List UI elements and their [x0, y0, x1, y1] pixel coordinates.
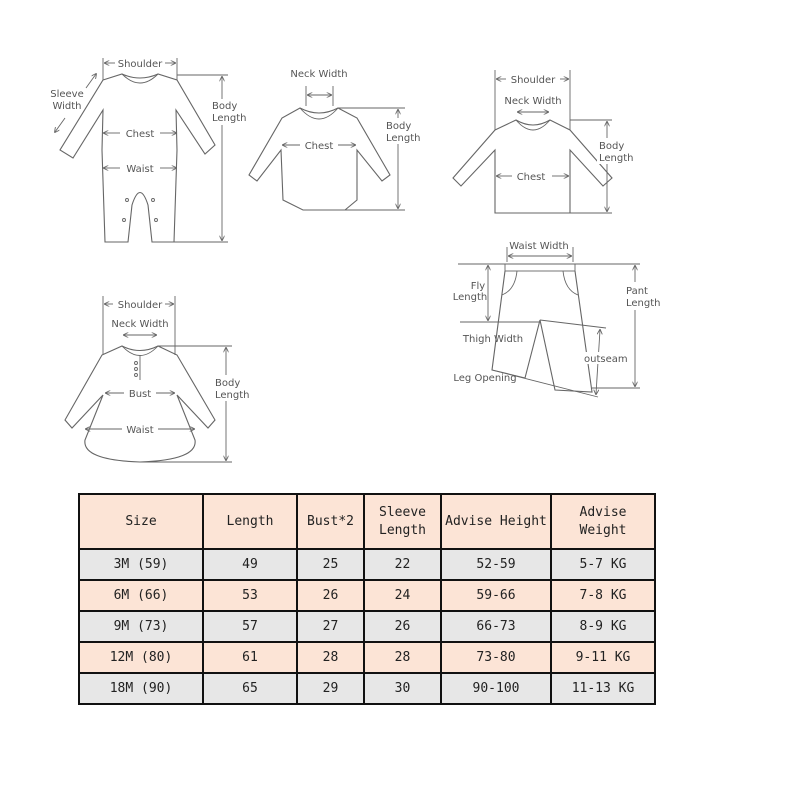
pants-pant-length-label-2: Length [626, 298, 661, 309]
header-size: Size [78, 493, 204, 550]
sweater-body-length-label: Body [599, 141, 624, 152]
cell-size: 6M (66) [78, 579, 204, 612]
dress-body-length-label: Body [215, 378, 240, 389]
cell-sleeve: 24 [363, 579, 442, 612]
table-header-row: Size Length Bust*2 Sleeve Length Advise … [78, 493, 656, 550]
pants-leg-opening-label: Leg Opening [453, 373, 516, 384]
cell-height: 59-66 [440, 579, 552, 612]
header-length: Length [202, 493, 298, 550]
pants-outseam-label: outseam [584, 354, 628, 365]
sweater-body-length-label-2: Length [599, 153, 634, 164]
bodysuit-chest-label: Chest [305, 141, 334, 152]
cell-size: 12M (80) [78, 641, 204, 674]
header-advise-weight: Advise Weight [550, 493, 656, 550]
cell-length: 65 [202, 672, 298, 705]
bodysuit-body-length-label: Body [386, 121, 411, 132]
cell-bust: 28 [296, 641, 365, 674]
romper-chest-label: Chest [126, 129, 155, 140]
pants-pant-length-label: Pant [626, 286, 648, 297]
cell-length: 49 [202, 548, 298, 581]
cell-weight: 8-9 KG [550, 610, 656, 643]
dress-shoulder-label: Shoulder [118, 300, 163, 311]
pants-fly-length-label-2: Length [453, 292, 488, 303]
sweater-shoulder-label: Shoulder [511, 75, 556, 86]
cell-length: 53 [202, 579, 298, 612]
cell-sleeve: 26 [363, 610, 442, 643]
dress-waist-label: Waist [126, 425, 153, 436]
cell-length: 61 [202, 641, 298, 674]
romper-sleeve-width-label-2: Width [52, 101, 81, 112]
cell-length: 57 [202, 610, 298, 643]
size-chart-table: Size Length Bust*2 Sleeve Length Advise … [78, 493, 656, 705]
cell-sleeve: 28 [363, 641, 442, 674]
pants-waist-width-label: Waist Width [509, 241, 569, 252]
cell-weight: 7-8 KG [550, 579, 656, 612]
header-advise-height: Advise Height [440, 493, 552, 550]
cell-bust: 25 [296, 548, 365, 581]
romper-diagram: Shoulder Sleeve Width Body Length Chest … [50, 58, 252, 243]
cell-size: 3M (59) [78, 548, 204, 581]
romper-body-length-label-2: Length [212, 113, 247, 124]
cell-height: 66-73 [440, 610, 552, 643]
dress-diagram: Shoulder Neck Width Bust Waist Body Leng… [64, 296, 253, 463]
bodysuit-diagram: Neck Width Chest Body Length [248, 69, 426, 211]
bodysuit-neck-width-label: Neck Width [290, 69, 347, 80]
cell-sleeve: 22 [363, 548, 442, 581]
pants-diagrams: Waist Width Fly Length Pant Length outse… [452, 241, 662, 398]
cell-bust: 27 [296, 610, 365, 643]
romper-body-length-label: Body [212, 101, 237, 112]
cell-height: 73-80 [440, 641, 552, 674]
sweater-chest-label: Chest [517, 172, 546, 183]
cell-bust: 26 [296, 579, 365, 612]
sweater-diagram: Shoulder Neck Width Chest Body Length [452, 70, 637, 214]
cell-size: 9M (73) [78, 610, 204, 643]
cell-size: 18M (90) [78, 672, 204, 705]
dress-body-length-label-2: Length [215, 390, 250, 401]
cell-height: 52-59 [440, 548, 552, 581]
romper-waist-label: Waist [126, 164, 153, 175]
cell-weight: 11-13 KG [550, 672, 656, 705]
sweater-neck-width-label: Neck Width [504, 96, 561, 107]
dress-bust-label: Bust [129, 389, 151, 400]
bodysuit-body-length-label-2: Length [386, 133, 421, 144]
header-bust: Bust*2 [296, 493, 365, 550]
pants-thigh-width-label: Thigh Width [462, 334, 523, 345]
dress-neck-width-label: Neck Width [111, 319, 168, 330]
garment-measurement-diagrams: Shoulder Sleeve Width Body Length Chest … [50, 58, 662, 463]
cell-weight: 9-11 KG [550, 641, 656, 674]
cell-sleeve: 30 [363, 672, 442, 705]
romper-shoulder-label: Shoulder [118, 59, 163, 70]
cell-height: 90-100 [440, 672, 552, 705]
header-sleeve-length: Sleeve Length [363, 493, 442, 550]
pants-fly-length-label: Fly [471, 281, 486, 292]
cell-weight: 5-7 KG [550, 548, 656, 581]
romper-sleeve-width-label: Sleeve [50, 89, 84, 100]
cell-bust: 29 [296, 672, 365, 705]
